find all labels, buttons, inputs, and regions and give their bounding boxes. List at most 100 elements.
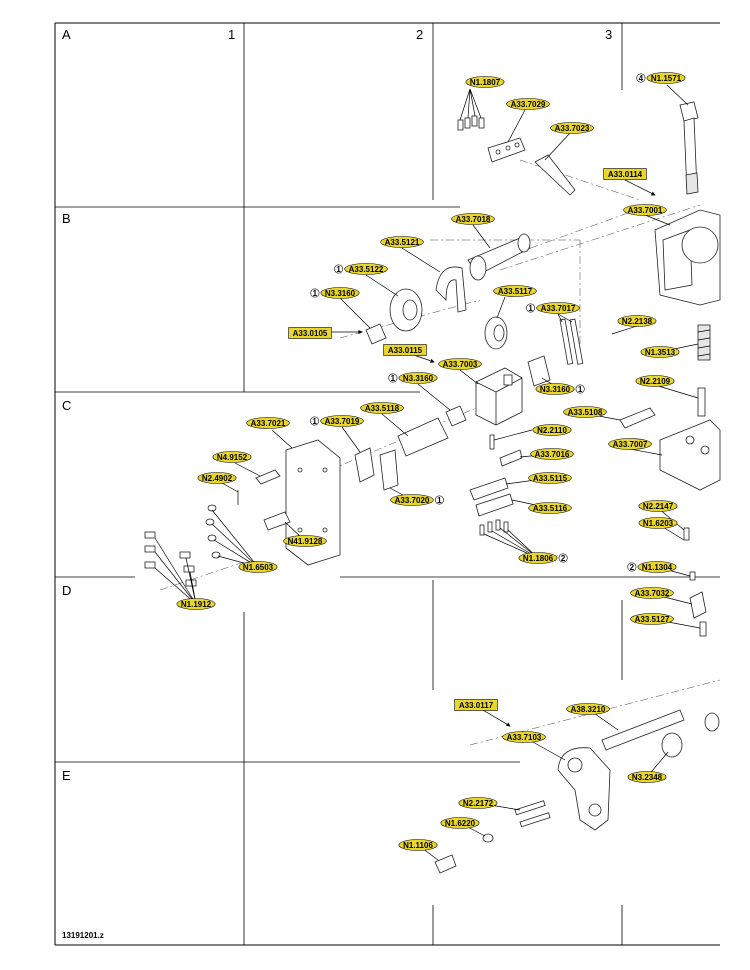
callout-text: A33.7029 xyxy=(511,100,546,109)
part-main-body-7001 xyxy=(654,209,721,306)
part-pin-7017-b xyxy=(569,318,584,365)
note-marker xyxy=(636,73,646,83)
screw-group-n1-1807 xyxy=(457,115,485,131)
callout-bubble xyxy=(635,375,675,387)
part-bushing-3160-a xyxy=(365,323,387,345)
callout-n2-2172: N2.2172 xyxy=(458,797,498,809)
callout-text: N2.2110 xyxy=(537,426,567,435)
callout-a33-5121: A33.5121 xyxy=(380,236,424,248)
part-4-9152 xyxy=(255,469,281,485)
callout-text: N3.2348 xyxy=(632,773,663,782)
callout-a33-0115: A33.0115 xyxy=(383,344,427,356)
part-wedge-7023 xyxy=(534,154,576,196)
part-5116 xyxy=(475,493,514,517)
part-clip-7019 xyxy=(354,447,375,483)
part-bracket-7029 xyxy=(487,137,526,163)
callout-a33-7032: A33.7032 xyxy=(630,587,674,599)
callout-bubble xyxy=(390,494,434,506)
callout-n4-9152: N4.9152 xyxy=(212,451,252,463)
callout-bubble xyxy=(246,417,290,429)
callout-bubble xyxy=(458,797,498,809)
callout-bubble xyxy=(528,502,572,514)
part-washer-6220 xyxy=(482,833,494,843)
grid-frame xyxy=(54,22,720,946)
callout-text: N1.1912 xyxy=(181,600,212,609)
part-sleeve-5118 xyxy=(397,417,449,457)
callout-a38-3210: A38.3210 xyxy=(566,703,610,715)
callout-n2-2110: N2.2110 xyxy=(532,424,572,436)
callout-text: A33.7017 xyxy=(541,304,576,313)
callout-n1-1106: N1.1106 xyxy=(398,839,438,851)
callout-text: N3.3160 xyxy=(325,289,356,298)
callout-text: A33.0117 xyxy=(459,701,494,710)
note-marker-text: 4 xyxy=(639,74,644,83)
callout-bubble xyxy=(197,472,237,484)
callout-text: A33.7023 xyxy=(555,124,590,133)
callout-bubble xyxy=(646,72,686,84)
callout-a33-5118: A33.5118 xyxy=(360,402,404,414)
grid-row-b: B xyxy=(62,211,71,226)
callout-a33-7023: A33.7023 xyxy=(550,122,594,134)
drawing-number: 13191201.z xyxy=(62,931,104,940)
part-plate-7021 xyxy=(285,439,341,566)
callout-text: N4.9152 xyxy=(217,453,248,462)
callout-bubble xyxy=(536,302,580,314)
part-shaft-3210 xyxy=(601,709,685,751)
parts-artwork xyxy=(144,101,721,874)
note-marker-text: 1 xyxy=(391,374,396,383)
callout-n2-2147: N2.2147 xyxy=(638,500,678,512)
grid-col-1: 1 xyxy=(228,27,235,42)
callout-n3-3160: N3.3160 1 xyxy=(388,372,438,384)
callout-bubble xyxy=(320,287,360,299)
callout-n1-3513: N1.3513 xyxy=(640,346,680,358)
part-pin-2172-a xyxy=(514,800,546,816)
callout-bubble xyxy=(383,344,427,356)
callout-text: N2.2172 xyxy=(463,799,494,808)
note-marker xyxy=(388,373,398,383)
callout-a33-5116: A33.5116 xyxy=(528,502,572,514)
grid-col-2: 2 xyxy=(416,27,423,42)
callout-text: A33.7018 xyxy=(456,215,491,224)
callout-bubble xyxy=(640,346,680,358)
callout-bubble xyxy=(603,168,647,180)
part-bolt-1571 xyxy=(679,101,699,195)
callout-text: A33.5108 xyxy=(568,408,603,417)
part-block-7003 xyxy=(475,367,523,426)
callout-n1-6203: N1.6203 xyxy=(638,517,678,529)
callout-bubble xyxy=(627,771,667,783)
callout-bubble xyxy=(493,285,537,297)
grid-row-d: D xyxy=(62,583,71,598)
callout-text: N1.6503 xyxy=(243,563,274,572)
callout-text: A33.5115 xyxy=(533,474,568,483)
grid-col-3: 3 xyxy=(605,27,612,42)
note-marker xyxy=(334,264,344,274)
part-screw-1304 xyxy=(689,571,696,581)
callout-text: N1.3513 xyxy=(645,348,676,357)
callout-bubble xyxy=(454,699,498,711)
part-shaft-7018 xyxy=(467,233,531,281)
callout-text: N2.2147 xyxy=(643,502,674,511)
callout-bubble xyxy=(630,587,674,599)
note-marker-text: 1 xyxy=(528,304,533,313)
part-pin-2110 xyxy=(489,434,495,450)
part-pin-7017-a xyxy=(559,318,574,365)
part-7032 xyxy=(689,591,707,619)
callout-n3-2348: N3.2348 xyxy=(627,771,667,783)
note-marker-text: 2 xyxy=(630,563,635,572)
callout-text: A33.7021 xyxy=(251,419,286,428)
screw-group-n1-1912 xyxy=(144,531,197,587)
callout-text: A33.7001 xyxy=(628,206,663,215)
callout-bubble xyxy=(630,613,674,625)
note-marker-text: 1 xyxy=(336,265,341,274)
callout-text: N1.1571 xyxy=(651,74,682,83)
callout-bubble xyxy=(212,451,252,463)
callout-text: A33.5118 xyxy=(365,404,400,413)
callout-text: A33.5117 xyxy=(498,287,533,296)
callout-a33-5117: A33.5117 xyxy=(493,285,537,297)
callout-bubble xyxy=(288,327,332,339)
callout-bubble xyxy=(465,76,505,88)
callout-text: A33.0115 xyxy=(388,346,423,355)
callout-text: N3.3160 xyxy=(403,374,434,383)
